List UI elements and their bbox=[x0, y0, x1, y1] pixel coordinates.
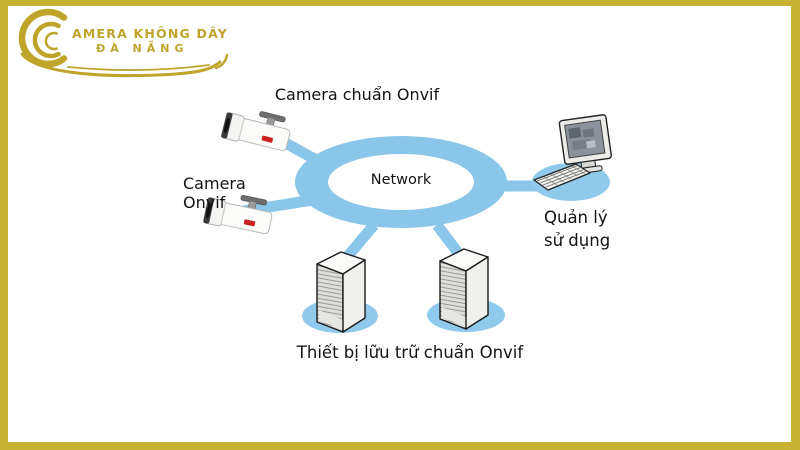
frame-border-left bbox=[0, 0, 8, 450]
logo-text-line1: AMERA KHÔNG DÂY bbox=[72, 26, 229, 41]
manager-label: Quản lý sử dụng bbox=[544, 206, 610, 252]
manager-label-line2: sử dụng bbox=[544, 231, 611, 250]
storage-tower-left-icon bbox=[316, 251, 366, 333]
frame-border-right bbox=[791, 0, 800, 450]
camera-swirl-logo-icon bbox=[18, 8, 229, 78]
desktop-computer-icon bbox=[533, 114, 612, 191]
monitor-icon bbox=[558, 114, 612, 175]
storage-label: Thiết bị lữu trữ chuẩn Onvif bbox=[296, 343, 524, 362]
keyboard-icon bbox=[533, 163, 591, 191]
bullet-camera-top-icon bbox=[221, 111, 291, 152]
network-label: Network bbox=[370, 172, 432, 188]
frame-border-top bbox=[0, 0, 800, 6]
network-ring bbox=[295, 136, 507, 228]
manager-label-line1: Quản lý bbox=[544, 208, 608, 227]
logo-text-line2: ĐÀ NẴNG bbox=[96, 42, 189, 55]
storage-tower-right-icon bbox=[439, 248, 489, 330]
logo: AMERA KHÔNG DÂY ĐÀ NẴNG bbox=[6, 4, 246, 80]
bullet-camera-left-icon bbox=[203, 195, 273, 235]
camera-top-label: Camera chuẩn Onvif bbox=[274, 85, 440, 104]
frame-border-bottom bbox=[0, 442, 800, 450]
camera-left-label: Camera Onvif bbox=[183, 174, 246, 212]
network-ring-inner bbox=[328, 154, 474, 210]
